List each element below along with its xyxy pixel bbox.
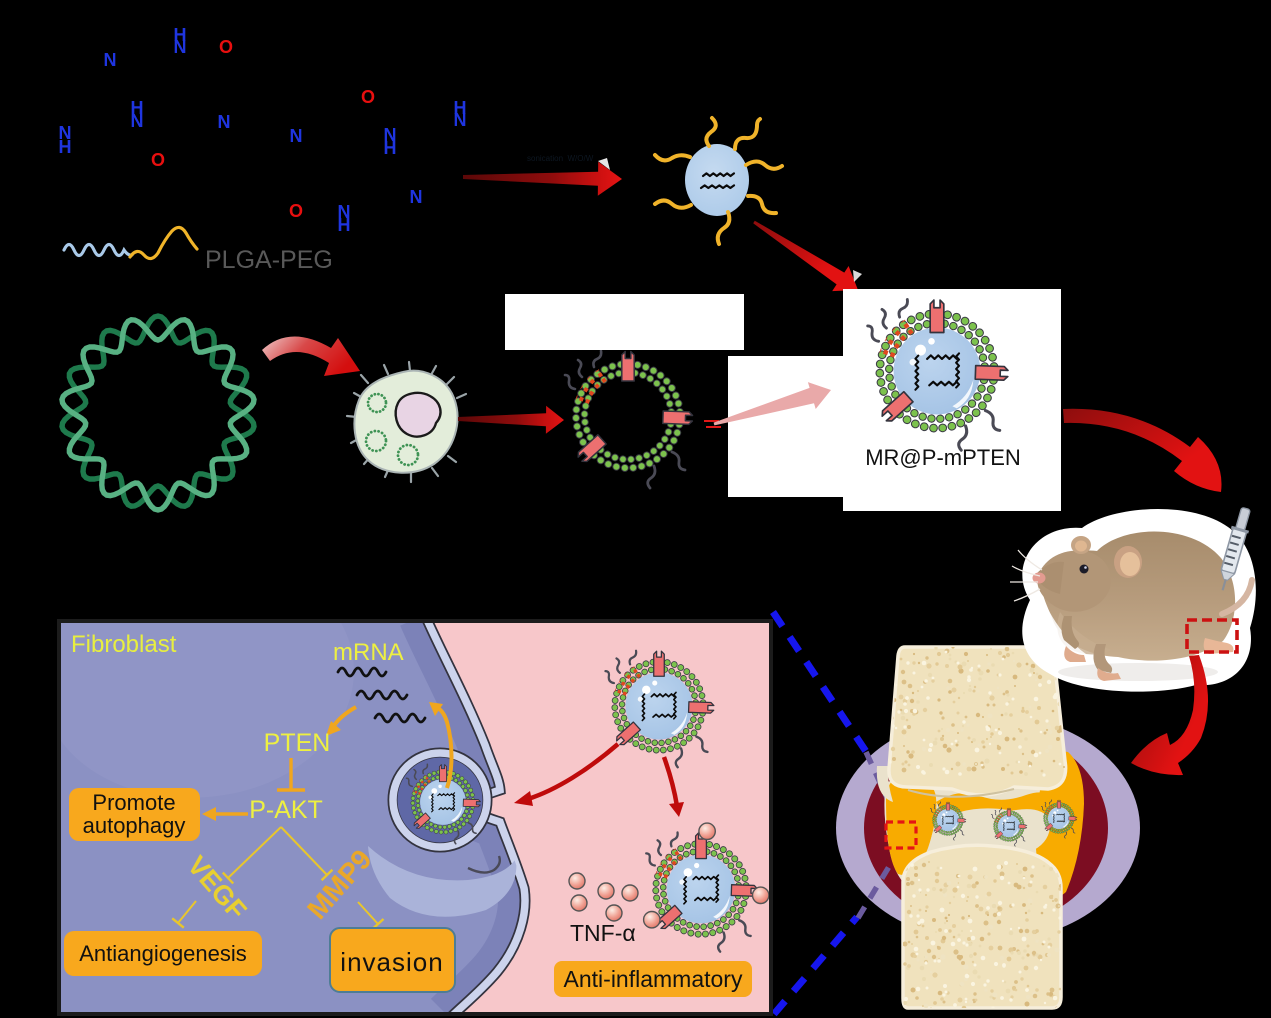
svg-text:H: H bbox=[338, 215, 351, 235]
svg-text:N: N bbox=[384, 125, 397, 145]
svg-text:PLGA-PEG: PLGA-PEG bbox=[205, 246, 333, 274]
svg-text:autophagy: autophagy bbox=[83, 813, 186, 838]
svg-text:O: O bbox=[361, 87, 375, 107]
svg-text:invasion: invasion bbox=[340, 947, 443, 977]
svg-text:TNF-α: TNF-α bbox=[570, 920, 636, 946]
svg-text:Anti-inflammatory: Anti-inflammatory bbox=[564, 966, 743, 992]
svg-text:N: N bbox=[410, 187, 423, 207]
svg-text:sonication W/O/W: sonication W/O/W bbox=[527, 154, 594, 163]
svg-text:N: N bbox=[218, 112, 231, 132]
svg-text:H: H bbox=[384, 138, 397, 158]
svg-text:H: H bbox=[59, 137, 72, 157]
svg-text:mRNA: mRNA bbox=[333, 639, 404, 666]
svg-text:N: N bbox=[104, 50, 117, 70]
svg-text:H: H bbox=[131, 98, 144, 118]
svg-text:N: N bbox=[290, 126, 303, 146]
svg-text:MR@P-mPTEN: MR@P-mPTEN bbox=[865, 445, 1021, 470]
svg-text:N: N bbox=[174, 37, 187, 57]
svg-text:N: N bbox=[59, 123, 72, 143]
svg-text:H: H bbox=[454, 98, 467, 118]
svg-text:Antiangiogenesis: Antiangiogenesis bbox=[79, 941, 247, 966]
svg-text:P-AKT: P-AKT bbox=[249, 796, 323, 824]
svg-text:O: O bbox=[289, 201, 303, 221]
svg-text:Promote: Promote bbox=[92, 790, 175, 815]
svg-text:O: O bbox=[219, 37, 233, 57]
svg-text:Fibroblast: Fibroblast bbox=[71, 631, 177, 658]
svg-text:O: O bbox=[151, 150, 165, 170]
svg-text:H: H bbox=[174, 25, 187, 45]
svg-text:N: N bbox=[131, 111, 144, 131]
svg-text:N: N bbox=[338, 202, 351, 222]
svg-text:PTEN: PTEN bbox=[264, 729, 331, 757]
svg-text:N: N bbox=[454, 110, 467, 130]
